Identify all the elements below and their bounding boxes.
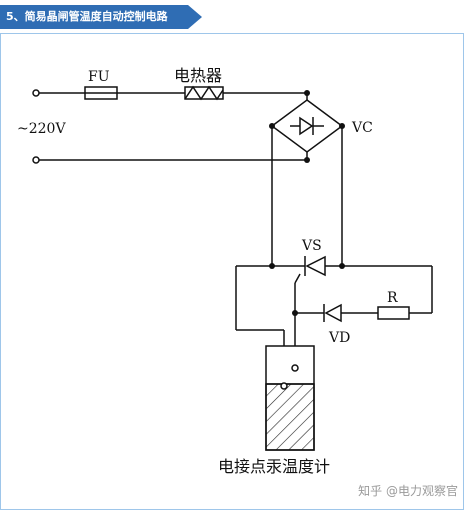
thermometer-label: 电接点汞温度计: [218, 457, 330, 476]
junction-dot: [292, 310, 298, 316]
resistor-symbol: [377, 306, 410, 320]
section-header: 5、简易晶闸管温度自动控制电路: [0, 5, 202, 29]
mercury-column: [265, 383, 315, 451]
diagram-frame: [0, 33, 464, 510]
junction-dot: [304, 90, 310, 96]
heater-zigzag: [184, 85, 224, 101]
thyristor-label: VS: [301, 238, 322, 254]
contact-lower: [280, 382, 288, 390]
diode-label: VD: [328, 330, 350, 346]
watermark: 知乎 @电力观察官: [358, 484, 458, 498]
thyristor-icon: [305, 255, 326, 277]
section-title: 5、简易晶闸管温度自动控制电路: [6, 10, 168, 23]
junction-dot: [269, 123, 275, 129]
supply-terminal-top: [32, 89, 40, 97]
resistor-label: R: [387, 290, 398, 306]
bridge-diode-icon: [299, 116, 314, 136]
bridge-label: VC: [351, 120, 373, 136]
junction-dot: [339, 263, 345, 269]
contact-upper: [291, 364, 299, 372]
junction-dot: [269, 263, 275, 269]
gate-lead: [294, 273, 301, 284]
junction-dot: [304, 157, 310, 163]
fuse-label: FU: [88, 69, 110, 85]
diode-vd-icon: [324, 303, 342, 323]
junction-dot: [339, 123, 345, 129]
heater-label: 电热器: [174, 66, 222, 85]
supply-label: ~220V: [17, 121, 66, 137]
supply-terminal-bottom: [32, 156, 40, 164]
